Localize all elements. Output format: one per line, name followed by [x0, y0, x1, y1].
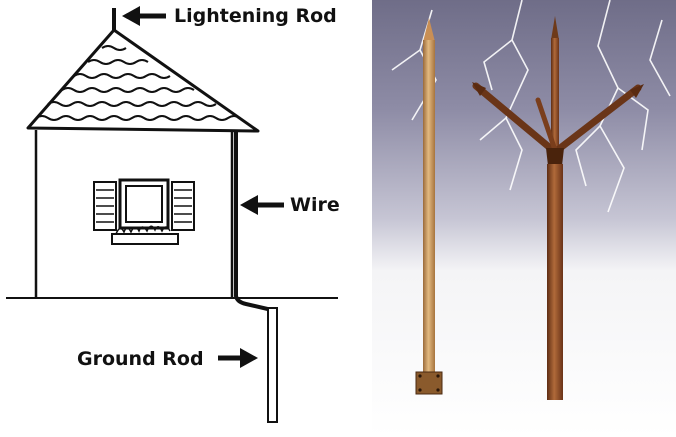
ground-rod-label: Ground Rod: [77, 348, 204, 370]
arrow-icon: [122, 6, 166, 26]
down-conductor-wire: [234, 132, 274, 318]
multi-point-lightning-rod: [472, 16, 644, 400]
single-point-lightning-rod: [415, 18, 443, 395]
ground-rod: [267, 307, 278, 423]
stormy-sky: [372, 0, 676, 437]
arrow-icon: [218, 348, 258, 368]
arrow-icon: [240, 195, 284, 215]
lightning-rod-label: Lightening Rod: [174, 5, 337, 27]
house-diagram: [6, 6, 338, 423]
window: [93, 178, 195, 245]
wire-label: Wire: [290, 194, 340, 216]
roof-shingles: [35, 45, 241, 121]
lightning-rods-photo: [372, 0, 676, 437]
